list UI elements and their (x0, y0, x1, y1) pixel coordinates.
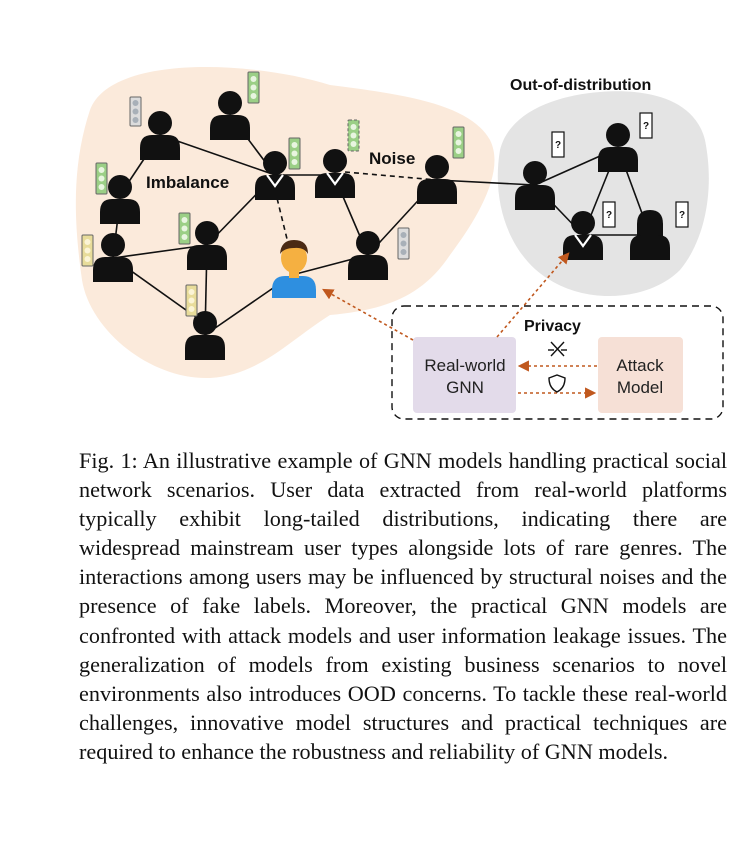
gnn-box-line2: GNN (446, 378, 484, 397)
attack-box-line2: Model (617, 378, 663, 397)
gnn-to-ood-arrow (496, 252, 570, 338)
unknown-mark: ? (643, 121, 649, 132)
gnn-scenario-diagram: ? ? ? ? Imbalance Noise Out-of-distribut… (75, 67, 724, 420)
attack-box-line1: Attack (616, 356, 664, 375)
swords-icon (548, 341, 567, 357)
unknown-mark: ? (679, 210, 685, 221)
social-network-region (75, 67, 495, 379)
attack-model-box (598, 337, 683, 413)
shield-icon (548, 374, 566, 393)
target-user-icon (272, 240, 316, 298)
imbalance-label: Imbalance (146, 173, 229, 192)
unknown-mark: ? (555, 140, 561, 151)
ood-label: Out-of-distribution (510, 77, 651, 94)
figure-caption: Fig. 1: An illustrative example of GNN m… (79, 448, 727, 764)
label-markers (81, 71, 465, 317)
unknown-label-markers: ? ? ? ? (551, 112, 689, 228)
gnn-box-line1: Real-world (424, 356, 505, 375)
privacy-label: Privacy (524, 318, 581, 335)
unknown-mark: ? (606, 210, 612, 221)
noise-label: Noise (369, 149, 415, 168)
gnn-to-user-arrow (322, 288, 414, 341)
real-world-gnn-box (413, 337, 516, 413)
